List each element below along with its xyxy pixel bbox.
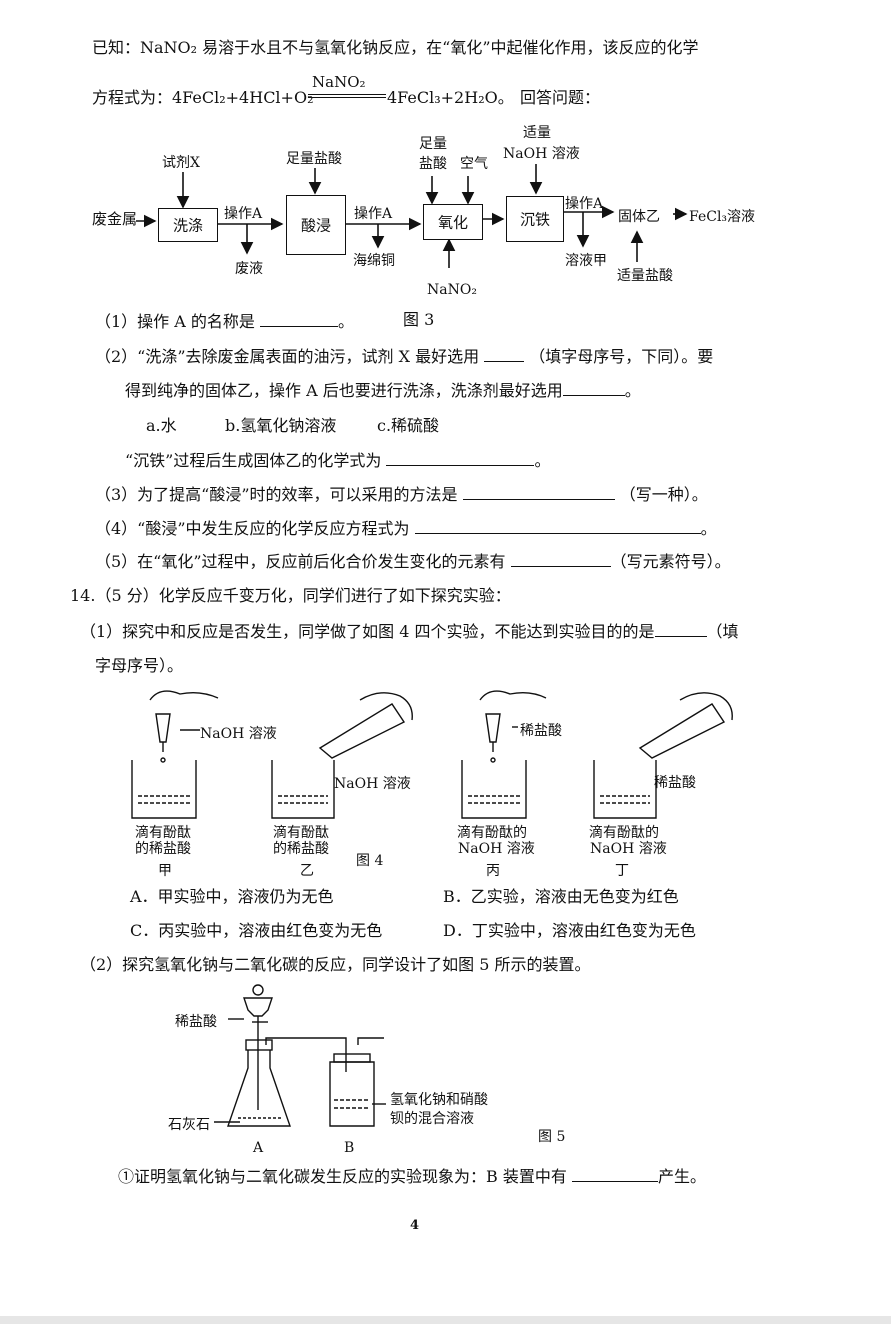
q14-part1b: 字母序号）。 [95,656,184,675]
answer-blank[interactable] [654,622,707,637]
fig4-desc-bing-2: NaOH 溶液 [458,841,535,857]
fig5-acid: 稀盐酸 [175,1014,217,1030]
answer-blank[interactable] [414,519,701,534]
fig4-desc-ding-1: 滴有酚酞的 [589,825,659,841]
op-a-2: 操作A [354,206,393,222]
flow-start: 废金属 [92,210,138,228]
figure-5-caption: 图 5 [538,1129,566,1145]
acid-bottom: 适量盐酸 [617,268,673,284]
q13-part2c: “沉铁”过程后生成固体乙的化学式为 。 [125,451,551,470]
waste-liquid: 废液 [235,261,263,277]
fig4-desc-jia-1: 滴有酚酞 [135,825,191,841]
figure-4-caption: 图 4 [356,853,384,869]
op-a-1: 操作A [224,206,263,222]
answer-blank[interactable] [510,552,611,567]
q14-part2: （2）探究氢氧化钠与二氧化碳的反应，同学设计了如图 5 所示的装置。 [80,955,591,974]
naoh-amount: 适量 [523,125,551,141]
page-number: 4 [410,1218,420,1233]
answer-blank[interactable] [571,1167,658,1182]
equation-suffix: 4FeCl₃+2H₂O。 [387,88,514,107]
equation-tail: 回答问题： [520,88,601,107]
fig5-label-b: B [344,1140,355,1156]
flow-box-acid-leach: 酸浸 [286,195,346,255]
flow-box-wash: 洗涤 [158,208,218,242]
fig4-name-ding: 丁 [615,863,629,879]
acid-top: 足量盐酸 [286,151,342,167]
q14-option-b: B．乙实验，溶液由无色变为红色 [443,887,679,906]
fig4-label-3: 稀盐酸 [520,723,562,739]
option-a: a.水 [146,416,177,435]
reagent-x: 试剂X [162,155,200,171]
fig5-limestone: 石灰石 [168,1117,210,1133]
fecl3-product: FeCl₃溶液 [689,209,756,225]
answer-blank[interactable] [260,312,339,327]
answer-blank[interactable] [484,347,525,362]
fig5-mix-2: 钡的混合溶液 [390,1111,474,1127]
fig5-label-a: A [253,1140,264,1156]
oxid-acid-2: 盐酸 [419,156,447,172]
q14-title: 14.（5 分）化学反应千变万化，同学们进行了如下探究实验： [70,586,511,605]
q14-option-c: C．丙实验中，溶液由红色变为无色 [130,921,383,940]
q13-part1: （1）操作 A 的名称是 。 [95,312,355,331]
bottom-bar [0,1316,891,1324]
q14-option-d: D．丁实验中，溶液由红色变为无色 [443,921,696,940]
intro-line: 已知：NaNO₂ 易溶于水且不与氢氧化钠反应，在“氧化”中起催化作用，该反应的化… [92,38,699,57]
nano2-label: NaNO₂ [427,282,477,298]
q14-part1a: （1）探究中和反应是否发生，同学做了如图 4 四个实验，不能达到实验目的的是（填 [80,622,739,641]
option-c: c.稀硫酸 [377,416,440,435]
flow-box-oxidation: 氧化 [423,204,483,240]
fig4-desc-jia-2: 的稀盐酸 [135,841,191,857]
q13-part2a: （2）“洗涤”去除废金属表面的油污，试剂 X 最好选用 （填字母序号，下同）。要 [95,347,714,366]
equation-prefix: 方程式为：4FeCl₂+4HCl+O₂ [92,88,314,107]
q13-part5: （5）在“氧化”过程中，反应前后化合价发生变化的元素有 （写元素符号）。 [95,552,731,571]
q13-part4: （4）“酸浸”中发生反应的化学反应方程式为 。 [95,519,717,538]
fig5-mix-1: 氢氧化钠和硝酸 [390,1092,488,1108]
solid-yi: 固体乙 [618,209,660,225]
equation-arrow [308,94,386,98]
q13-part2b: 得到纯净的固体乙，操作 A 后也要进行洗涤，洗涤剂最好选用。 [125,381,641,400]
solution-jia: 溶液甲 [565,253,607,269]
fig4-label-2: NaOH 溶液 [334,776,411,792]
fig4-desc-yi-1: 滴有酚酞 [273,825,329,841]
fig4-name-bing: 丙 [486,863,500,879]
fig4-name-jia: 甲 [158,863,172,879]
fig4-desc-yi-2: 的稀盐酸 [273,841,329,857]
fig4-name-yi: 乙 [300,863,314,879]
fig4-label-4: 稀盐酸 [654,775,696,791]
sponge-copper: 海绵铜 [353,253,395,269]
naoh-solution: NaOH 溶液 [503,146,580,162]
fig4-desc-bing-1: 滴有酚酞的 [457,825,527,841]
fig4-desc-ding-2: NaOH 溶液 [590,841,667,857]
q14-sub1: ①证明氢氧化钠与二氧化碳发生反应的实验现象为：B 装置中有 产生。 [118,1167,706,1186]
oxid-acid-1: 足量 [419,136,447,152]
option-b: b.氢氧化钠溶液 [225,416,337,435]
answer-blank[interactable] [386,451,535,466]
op-a-3: 操作A [565,196,604,212]
flow-box-iron-precip: 沉铁 [506,196,564,242]
air-label: 空气 [460,156,488,172]
answer-blank[interactable] [562,381,625,396]
q13-part3: （3）为了提高“酸浸”时的效率，可以采用的方法是 （写一种）。 [95,485,708,504]
equation-catalyst: NaNO₂ [312,73,366,91]
figure-3-caption: 图 3 [403,310,435,329]
fig4-label-1: NaOH 溶液 [200,726,277,742]
answer-blank[interactable] [462,485,615,500]
q14-option-a: A．甲实验中，溶液仍为无色 [130,887,334,906]
